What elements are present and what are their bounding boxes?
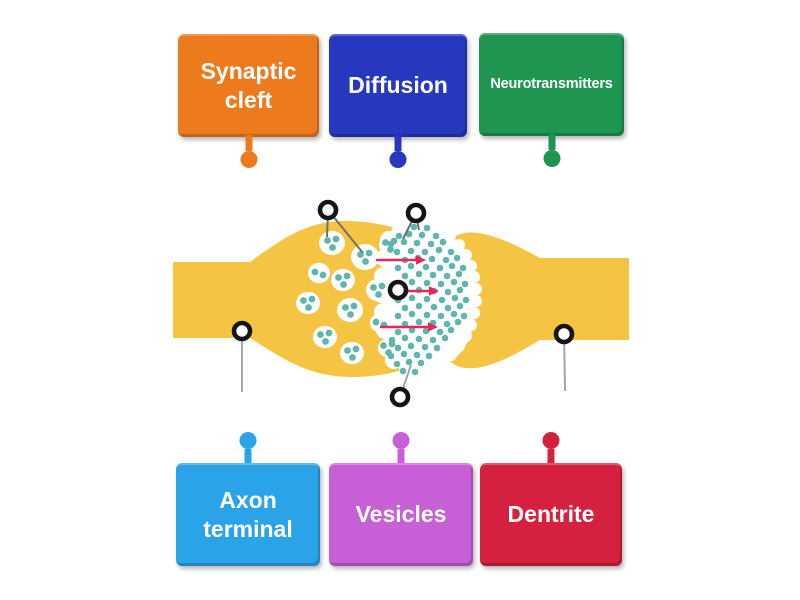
vesicle (337, 297, 363, 323)
label-card-text: Vesicles (329, 463, 473, 566)
vesicle (308, 262, 330, 284)
vesicle (331, 268, 355, 292)
label-card-dentrite[interactable]: Dentrite (480, 432, 622, 566)
vesicle (313, 325, 337, 349)
answer-pins-layer (231, 199, 575, 408)
label-pin-knob (240, 135, 257, 168)
diagram-pin[interactable] (387, 279, 409, 301)
vesicle (340, 341, 364, 365)
label-card-text: Synaptic cleft (178, 34, 319, 137)
vesicle (351, 243, 379, 271)
vesicle (378, 338, 398, 358)
diagram-pin[interactable] (389, 386, 411, 408)
diagram-pin[interactable] (317, 199, 339, 221)
label-pin-knob (543, 134, 560, 167)
label-pin-knob (389, 135, 407, 168)
vesicle (319, 230, 345, 256)
label-card-neurotransmitters[interactable]: Neurotransmitters (479, 33, 624, 167)
label-card-diffusion[interactable]: Diffusion (329, 34, 467, 168)
diffusion-arrow (376, 255, 426, 265)
diagram-pin[interactable] (405, 202, 427, 224)
diagram-pin[interactable] (553, 323, 575, 345)
vesicle (366, 278, 390, 302)
label-card-text: Diffusion (329, 34, 467, 137)
label-card-axon-terminal[interactable]: Axon terminal (176, 432, 320, 566)
diagram-pin[interactable] (231, 320, 253, 342)
vesicle (296, 291, 320, 315)
label-card-text: Axon terminal (176, 463, 320, 566)
label-card-synaptic-cleft[interactable]: Synaptic cleft (178, 34, 319, 168)
label-card-text: Dentrite (480, 463, 622, 566)
diffusion-arrow (380, 322, 438, 332)
diffusion-arrows-layer (376, 255, 439, 332)
diffusion-arrow (407, 286, 439, 296)
dendrite-shape (444, 232, 629, 369)
label-card-text: Neurotransmitters (479, 33, 624, 136)
label-pin-knob (239, 432, 257, 465)
label-pin-knob (392, 432, 410, 465)
label-card-vesicles[interactable]: Vesicles (329, 432, 473, 566)
label-pin-knob (542, 432, 560, 465)
vesicle (370, 313, 390, 333)
